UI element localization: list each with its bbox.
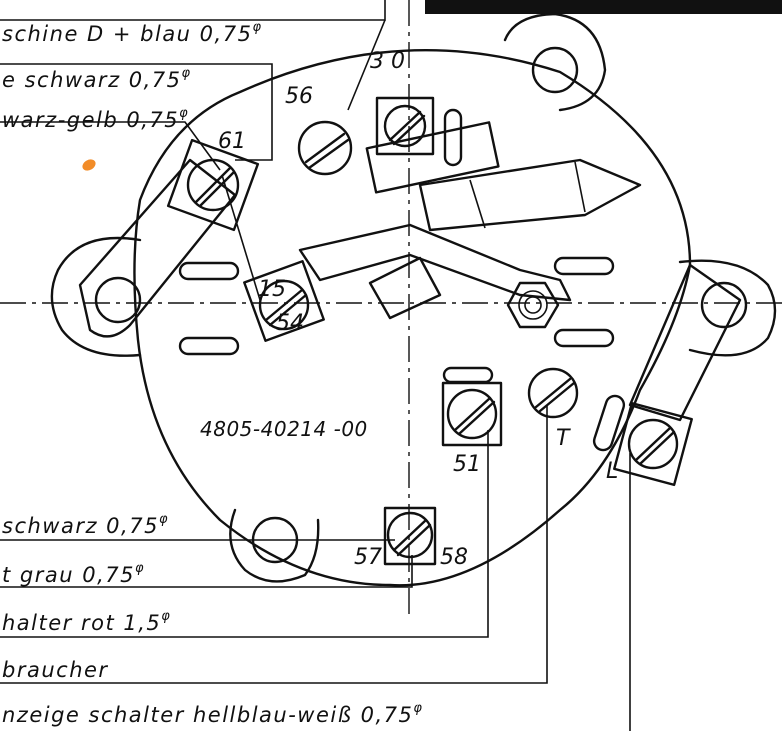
top-mount-hole xyxy=(531,46,579,94)
terminal-label-30: 3 0 xyxy=(370,49,405,74)
terminal-label-15: 15 xyxy=(258,277,286,302)
wire-lead-6 xyxy=(0,430,489,638)
left-mount-hole xyxy=(94,276,142,324)
housing-outline xyxy=(133,48,692,587)
contact-block xyxy=(368,256,442,320)
terminal-label-T: T xyxy=(556,426,571,451)
contact-arm-left xyxy=(78,158,237,338)
slot xyxy=(178,261,240,281)
terminal-57-58-screw xyxy=(383,506,437,566)
bottom-mounting-lug xyxy=(229,508,320,583)
wire-label-4: schwarz 0,75φ xyxy=(2,512,169,538)
right-mount-hole xyxy=(700,281,748,329)
contact-lever-edge xyxy=(469,179,486,229)
terminal-label-61: 61 xyxy=(218,129,246,154)
wire-label-7: braucher xyxy=(2,658,109,682)
wire-label-8: nzeige schalter hellblau-weiß 0,75φ xyxy=(2,701,423,727)
hex-nut xyxy=(506,281,560,329)
wire-label-6: halter rot 1,5φ xyxy=(2,609,171,635)
part-number: 4805-40214 -00 xyxy=(200,417,368,441)
slot xyxy=(442,366,494,384)
slot xyxy=(553,256,615,276)
contact-plate xyxy=(365,121,500,194)
slot xyxy=(178,336,240,356)
wire-lead-2 xyxy=(0,63,273,161)
terminal-51-screw xyxy=(441,381,503,447)
phi-mark: φ xyxy=(413,701,423,716)
phi-mark: φ xyxy=(135,561,145,576)
wire-label-2: e schwarz 0,75φ xyxy=(2,66,192,92)
header-bar xyxy=(425,0,782,14)
orange-spot xyxy=(82,159,96,171)
wire-label-5: t grau 0,75φ xyxy=(2,561,145,587)
wire-label-3: warz-gelb 0,75φ xyxy=(2,106,189,132)
wire-lead-3-drop xyxy=(221,174,261,301)
slot xyxy=(443,108,463,167)
slot xyxy=(553,328,615,348)
wire-label-1: schine D + blau 0,75φ xyxy=(2,20,263,46)
phi-mark: φ xyxy=(159,512,169,527)
phi-mark: φ xyxy=(161,609,171,624)
wire-lead-3 xyxy=(0,121,221,171)
terminal-T-screw xyxy=(527,367,579,419)
contact-lever-edge xyxy=(574,161,586,213)
slot xyxy=(592,394,626,452)
terminal-56-screw xyxy=(297,120,353,176)
contact-arm-right xyxy=(628,263,742,422)
terminal-label-57: 57 xyxy=(354,545,382,570)
wire-lead-5 xyxy=(0,555,413,588)
terminal-L-screw xyxy=(613,401,693,487)
terminal-label-54: 54 xyxy=(276,311,304,336)
phi-mark: φ xyxy=(252,20,262,35)
terminal-label-56: 56 xyxy=(285,84,313,109)
top-mounting-lug xyxy=(503,12,607,112)
contact-lever xyxy=(418,158,642,232)
wire-lead-1 xyxy=(0,0,386,21)
terminal-label-L: L xyxy=(606,459,618,484)
terminal-label-58: 58 xyxy=(440,545,468,570)
wire-lead-7 xyxy=(0,405,548,684)
phi-mark: φ xyxy=(179,106,189,121)
terminal-15-54-screw xyxy=(243,260,325,342)
right-mounting-lug xyxy=(678,259,777,357)
phi-mark: φ xyxy=(182,66,192,81)
terminal-label-51: 51 xyxy=(453,452,481,477)
terminal-30-screw xyxy=(375,96,435,156)
left-mounting-lug xyxy=(50,236,142,357)
wire-lead-1-drop xyxy=(347,19,386,111)
contact-bridge xyxy=(298,223,572,302)
